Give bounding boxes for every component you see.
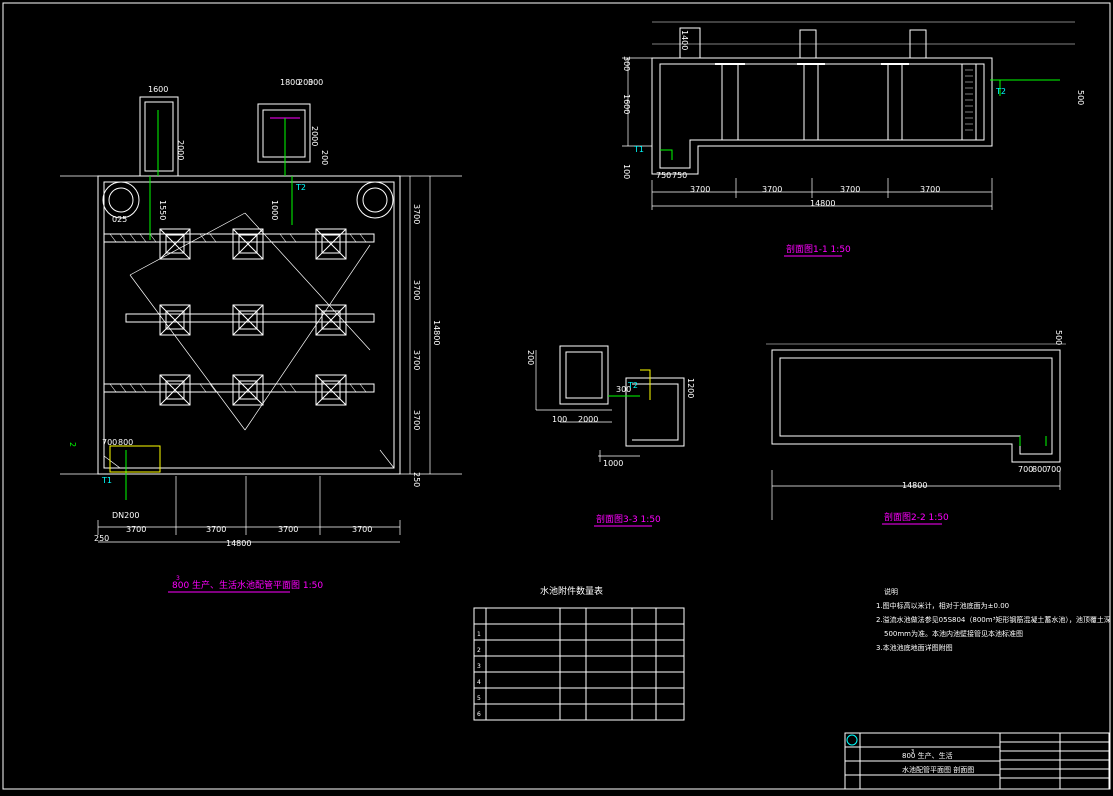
plan-dim-800: 800 [118, 438, 133, 447]
s33-label-t2: T2 [627, 381, 638, 390]
section-1-1 [622, 21, 1075, 210]
plan-dim-bottom-4: 3700 [352, 525, 372, 534]
notes: 说明 1.图中标高以米计，相对于池底面为±0.00 2.溢流水池做法参见05S8… [876, 587, 1111, 652]
table-row-3: 3 [477, 663, 481, 670]
s11-title: 剖面图1-1 1:50 [786, 243, 851, 255]
s11-dim-2: 3700 [762, 185, 782, 194]
plan-dim-200: 200 [320, 150, 329, 165]
plan-dim-2000b: 2000 [310, 126, 319, 146]
plan-dim-top-2: 1800 [280, 78, 300, 87]
table-row-1: 1 [477, 631, 481, 638]
table-row-6: 6 [477, 711, 481, 718]
table-title: 水池附件数量表 [540, 585, 603, 597]
plan-dim-700: 700 [102, 438, 117, 447]
s11-dim-1: 3700 [690, 185, 710, 194]
plan-dim-bottom-2: 3700 [206, 525, 226, 534]
s11-dim-750b: 750 [672, 171, 687, 180]
section-2-2 [766, 343, 1066, 520]
s11-dim-4: 3700 [920, 185, 940, 194]
s11-dim-1600: 1600 [622, 94, 631, 114]
s11-total: 14800 [810, 199, 835, 208]
s22-dim-500: 500 [1054, 330, 1063, 345]
plan-dim-right-2: 3700 [412, 280, 421, 300]
titleblock-line2: 水池配管平面图 剖面图 [902, 765, 974, 774]
plan-dim-right-3: 3700 [412, 350, 421, 370]
notes-heading: 说明 [884, 587, 898, 596]
s11-dim-100: 100 [622, 164, 631, 179]
accessory-table: 水池附件数量表 1 2 3 4 5 6 [473, 585, 685, 721]
s11-dim-500: 500 [1076, 90, 1085, 105]
plan-dim-right-1: 3700 [412, 204, 421, 224]
plan-dim-2000a: 2000 [176, 140, 185, 160]
plan-dim-bottom-3: 3700 [278, 525, 298, 534]
title-block [844, 732, 1110, 790]
s33-title: 剖面图3-3 1:50 [596, 513, 661, 525]
s33-dim-1000: 1000 [603, 459, 623, 468]
plan-title-group: 800 生产、生活水池配管平面图 1:50 3 [168, 575, 323, 593]
s11-label-t1: T1 [633, 145, 644, 154]
plan-tank-inner [103, 181, 395, 469]
s33-dim-2000: 2000 [578, 415, 598, 424]
manhole-right [356, 181, 394, 219]
s11-dim-300: 300 [622, 56, 631, 71]
plan-dim-top-3: 200 [298, 78, 313, 87]
plan-vent-house [139, 96, 179, 177]
plan-dim-top-1: 1600 [148, 85, 168, 94]
plan-total-width: 14800 [226, 539, 251, 548]
s11-dim-3: 3700 [840, 185, 860, 194]
notes-line-1: 1.图中标高以米计，相对于池底面为±0.00 [876, 601, 1009, 610]
s33-dim-100: 100 [552, 415, 567, 424]
section-3-3 [535, 345, 685, 462]
s11-label-t2: T2 [995, 87, 1006, 96]
plan-label-t2: T2 [295, 183, 306, 192]
plan-section-mark-2: 2 [68, 442, 77, 447]
s22-dim-800: 800 [1032, 465, 1047, 474]
s22-total: 14800 [902, 481, 927, 490]
table-row-5: 5 [477, 695, 481, 702]
s11-outline [651, 57, 993, 175]
plan-view [60, 96, 462, 543]
plan-dim-right-offset: 250 [412, 472, 421, 487]
s33-dim-300: 300 [616, 385, 631, 394]
plan-dim-right-4: 3700 [412, 410, 421, 430]
manhole-left [102, 181, 140, 219]
titleblock-line1: 800 生产、生活 [902, 751, 953, 760]
s11-dim-750a: 750 [656, 171, 671, 180]
plan-columns [159, 228, 347, 406]
plan-dim-bottom-offset: 250 [94, 534, 109, 543]
s22-dim-700a: 700 [1018, 465, 1033, 474]
plan-title-text: 800 生产、生活水池配管平面图 1:50 [172, 579, 323, 591]
plan-total-height: 14800 [432, 320, 441, 345]
plan-dim-dn200: DN200 [112, 511, 139, 520]
plan-dim-1000: 1000 [270, 200, 279, 220]
plan-dim-top-4: 300 [308, 78, 323, 87]
s33-dim-200: 200 [526, 350, 535, 365]
plan-title-sup: 3 [176, 575, 180, 582]
plan-dim-1550: 1550 [158, 200, 167, 220]
s22-title: 剖面图2-2 1:50 [884, 511, 949, 523]
table-row-4: 4 [477, 679, 481, 686]
table-row-2: 2 [477, 647, 481, 654]
s33-dim-1200: 1200 [686, 378, 695, 398]
plan-tank-outline [97, 175, 401, 475]
plan-title: 800 生产、生活水池配管平面图 1:50 [172, 579, 323, 591]
plan-label-t1: T1 [101, 476, 112, 485]
notes-line-3: 500mm为准。本池内池壁接管见本池标准图 [884, 629, 1023, 638]
s22-dim-700b: 700 [1046, 465, 1061, 474]
plan-dim-bottom-1: 3700 [126, 525, 146, 534]
plan-valve-house [257, 103, 311, 163]
notes-line-4: 3.本池池底地面详图附图 [876, 643, 953, 652]
notes-line-2: 2.溢流水池做法参见05S804（800m³矩形钢筋混凝土蓄水池），池顶覆土深 [876, 615, 1111, 624]
titleblock-line1-sup: 3 [911, 749, 914, 755]
plan-dim-025: 025 [112, 215, 127, 224]
s11-dim-1400: 1400 [680, 30, 689, 50]
